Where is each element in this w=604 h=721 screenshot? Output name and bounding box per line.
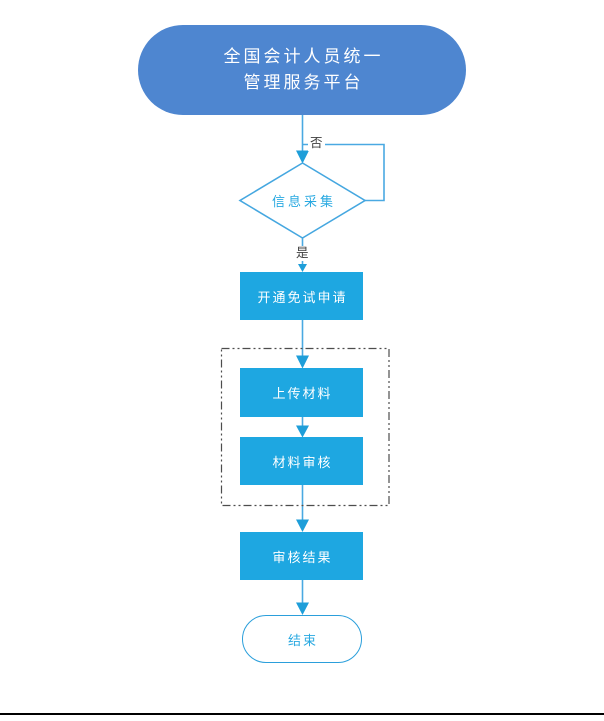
branch-label-yes: 是 [294,246,311,261]
arrow-down-icon [296,150,309,164]
process-node-review-result: 审核结果 [240,532,363,580]
arrow-down-icon [298,264,307,272]
arrow-down-icon [296,519,309,532]
group-container-box [220,347,390,507]
arrow-down-icon [296,425,309,438]
end-node: 结束 [242,615,362,663]
start-node: 全国会计人员统一 管理服务平台 [138,25,466,115]
start-node-label-line1: 全国会计人员统一 [223,47,384,66]
decision-node-label: 信息采集 [271,194,336,209]
start-node-label-line2: 管理服务平台 [243,73,364,92]
branch-label-no: 否 [308,136,325,151]
arrow-down-icon [296,355,309,369]
arrow-down-icon [296,602,309,615]
process-node-material-review: 材料审核 [240,437,363,485]
page-bottom-rule [0,713,604,715]
decision-node-shape [238,162,367,239]
edge-no-loop [302,143,385,202]
process-node-open-application: 开通免试申请 [240,272,363,320]
process-node-upload-materials: 上传材料 [240,368,363,417]
